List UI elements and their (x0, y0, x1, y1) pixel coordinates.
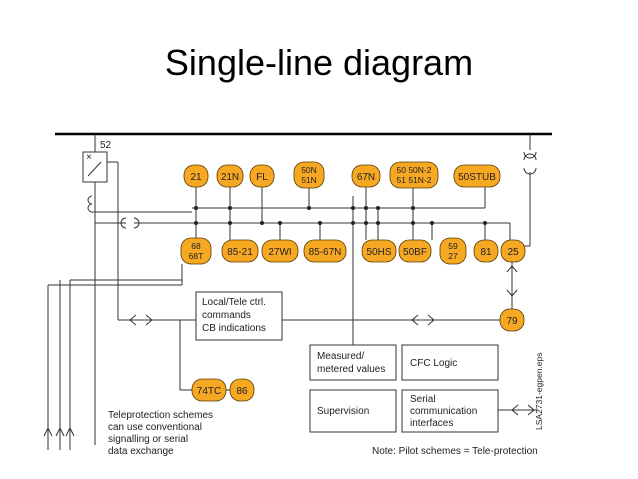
note-tele-4: data exchange (108, 446, 174, 457)
function-block-27wi: 27WI (261, 239, 299, 263)
local-line-1: Local/Tele ctrl. (202, 297, 266, 308)
function-block-50hs: 50HS (361, 239, 397, 263)
bus-voltage-transformer-icon (523, 151, 537, 175)
function-block-59-27: 59 27 (439, 237, 467, 265)
label-67n: 67N (357, 172, 375, 183)
label-27wi: 27WI (268, 247, 291, 258)
cfc-logic-box (401, 344, 499, 381)
note-tele-1: Teleprotection schemes (108, 410, 213, 421)
label-81: 81 (480, 247, 492, 258)
arrow-25-79-icon (506, 265, 518, 297)
label-50stub: 50STUB (458, 172, 496, 183)
note-tele-2: can use conventional (108, 422, 202, 433)
figure-code: LSA2731-egpen.eps (534, 352, 544, 430)
label-59: 59 (448, 241, 458, 251)
label-85-21: 85-21 (227, 247, 253, 258)
serial-arrow-icon (511, 404, 535, 416)
label-74tc: 74TC (197, 386, 221, 397)
note-pilot: Note: Pilot schemes = Tele-protection (372, 446, 538, 457)
label-51n: 51N (301, 175, 317, 185)
label-50-50n2: 50 50N-2 (397, 165, 432, 175)
serial-line-3: interfaces (410, 418, 453, 429)
supervision-label: Supervision (317, 406, 369, 417)
teleprotection-arrows-icon (43, 426, 75, 437)
function-block-74tc: 74TC (191, 378, 227, 402)
function-block-50-50n2: 50 50N-2 51 51N-2 (389, 161, 439, 189)
function-block-50stub: 50STUB (453, 164, 501, 188)
label-21: 21 (190, 172, 202, 183)
label-51-51n2: 51 51N-2 (397, 175, 432, 185)
function-block-79: 79 (499, 308, 525, 332)
arrow-local-79-icon (411, 314, 435, 326)
function-block-25: 25 (500, 239, 526, 263)
label-21n: 21N (221, 172, 239, 183)
function-block-50bf: 50BF (398, 239, 432, 263)
serial-line-1: Serial (410, 394, 436, 405)
label-85-67n: 85-67N (309, 247, 342, 258)
local-line-3: CB indications (202, 323, 266, 334)
label-68: 68 (191, 241, 201, 251)
local-tele-ctrl-box (195, 291, 283, 341)
teleprotection-lines (47, 264, 183, 450)
cfc-logic-label: CFC Logic (410, 358, 457, 369)
function-block-67n: 67N (351, 164, 381, 188)
label-50bf: 50BF (403, 247, 427, 258)
function-block-85-21: 85-21 (221, 239, 259, 263)
measured-values-box (309, 344, 397, 381)
breaker-contact (87, 161, 102, 177)
circuit-breaker (82, 151, 108, 183)
current-transformer-icon (87, 195, 93, 213)
label-25: 25 (507, 247, 519, 258)
function-block-86: 86 (229, 378, 255, 402)
breaker-x-mark: × (86, 152, 92, 163)
serial-comm-box (401, 389, 499, 433)
function-block-21: 21 (183, 164, 209, 188)
measured-line-1: Measured/ (317, 351, 364, 362)
label-27: 27 (448, 251, 458, 261)
breaker-label: 52 (100, 140, 112, 151)
label-79: 79 (506, 316, 518, 327)
label-fl: FL (256, 172, 268, 183)
function-block-81: 81 (473, 239, 499, 263)
label-50hs: 50HS (366, 247, 391, 258)
function-block-85-67n: 85-67N (303, 239, 347, 263)
page-title: Single-line diagram (164, 42, 474, 83)
note-tele-3: signalling or serial (108, 434, 188, 445)
function-block-50n-51n: 50N 51N (293, 161, 325, 189)
function-block-fl: FL (249, 164, 275, 188)
function-block-21n: 21N (216, 164, 244, 188)
measured-line-2: metered values (317, 364, 385, 375)
serial-line-2: communication (410, 406, 477, 417)
label-86: 86 (236, 386, 248, 397)
label-68t: 68T (189, 251, 204, 261)
supervision-box (309, 389, 397, 433)
arrow-breaker-local-icon (129, 314, 153, 326)
label-50n: 50N (301, 165, 317, 175)
function-block-68-68t: 68 68T (180, 237, 212, 265)
local-line-2: commands (202, 310, 251, 321)
junction-dots (194, 206, 487, 225)
